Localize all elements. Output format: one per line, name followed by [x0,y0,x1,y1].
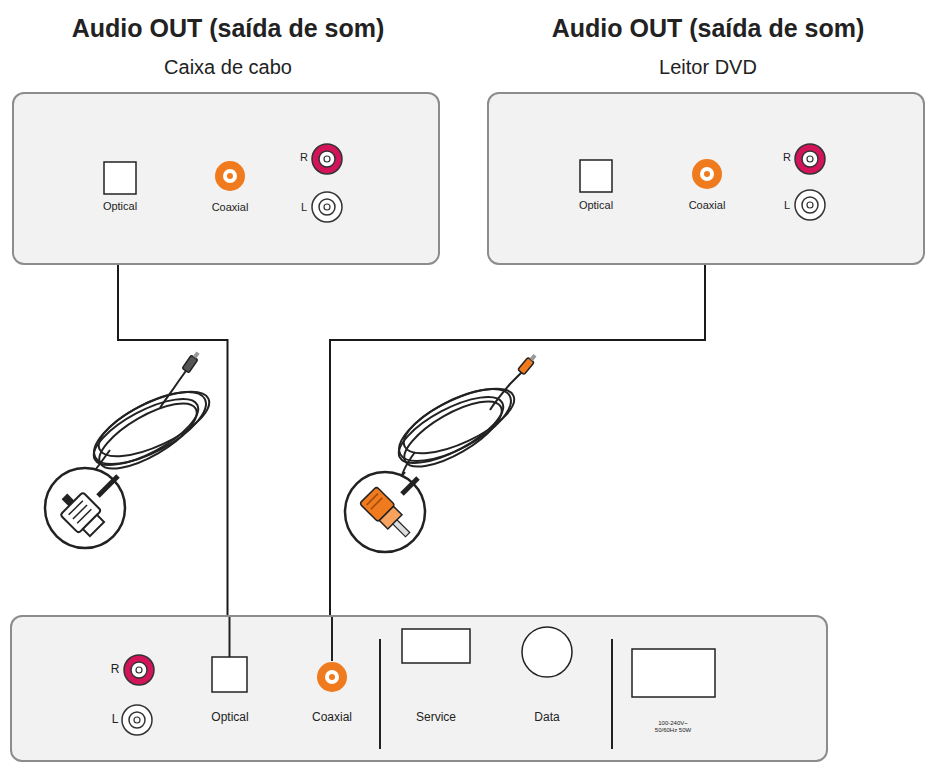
audio-cable-line [118,265,228,615]
rca-left-port [795,190,825,220]
service-port [402,629,470,663]
port-icons [14,94,442,267]
rca-right-port [312,144,342,174]
port-label: Data [534,711,559,725]
port-label: Optical [579,199,613,212]
divider [379,639,381,749]
data-port [522,627,572,677]
coaxial-plug-closeup [345,472,425,552]
coaxial-cable [389,372,523,479]
optical-cable [84,368,218,481]
port-icons [12,617,830,764]
channel-label: R [300,151,308,164]
device-panel: R L Optical Coaxial Service Data 100-240V~ 50/… [10,615,828,762]
port-label: Coaxial [689,199,726,212]
port-label: Optical [103,200,137,213]
coaxial-port [215,161,245,191]
channel-label: L [784,199,790,212]
port-icons [489,94,927,267]
channel-label: L [301,201,307,214]
rca-left-port [122,705,152,735]
port-label: Optical [211,711,248,725]
port-label: Service [416,711,456,725]
rca-left-port [312,192,342,222]
port-label: Coaxial [212,201,249,214]
power-socket [632,649,715,697]
optical-plug-top [182,351,200,372]
device-heading: Audio OUT (saída de som) [72,14,385,43]
coaxial-port [317,662,347,692]
device-name: Caixa de cabo [164,56,292,79]
optical-port [580,160,612,192]
optical-plug-closeup [45,468,125,548]
cable-stub [229,617,231,657]
cable-stub [331,617,333,661]
device-panel: Audio OUT (saída de som)Leitor DVDOptica… [487,92,925,265]
coaxial-port [692,159,722,189]
rca-right-port [124,655,154,685]
device-panel: Audio OUT (saída de som)Caixa de caboOpt… [12,92,440,265]
channel-label: R [111,663,120,677]
device-heading: Audio OUT (saída de som) [552,14,865,43]
audio-cable-line [330,265,705,615]
channel-label: R [783,151,791,164]
device-name: Leitor DVD [659,56,757,79]
channel-label: L [112,713,119,727]
power-rating: 100-240V~ 50/60Hz 50W [651,720,695,734]
optical-port [104,162,136,194]
divider [611,639,613,749]
optical-port [212,657,247,692]
port-label: Coaxial [312,711,352,725]
coaxial-plug-top [518,354,537,375]
rca-right-port [795,144,825,174]
